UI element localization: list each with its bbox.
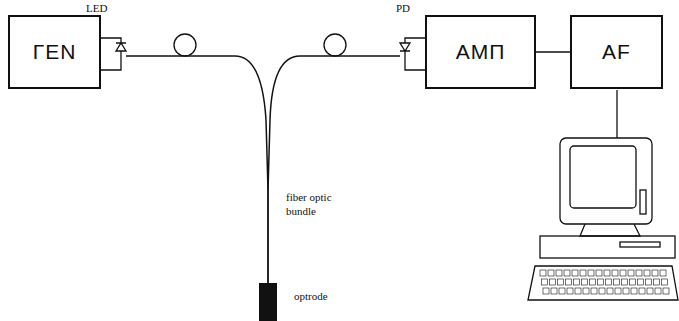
part-label: optrode <box>294 290 354 304</box>
key <box>596 270 602 276</box>
key <box>588 270 594 276</box>
key <box>636 270 642 276</box>
key <box>614 279 620 285</box>
box-label: ΓEN <box>33 40 77 64</box>
key <box>622 279 628 285</box>
fiber-loop <box>174 34 196 56</box>
analyzer-box: AF <box>570 15 663 89</box>
key <box>630 279 636 285</box>
key <box>558 279 564 285</box>
key <box>612 270 618 276</box>
keyboard <box>528 266 678 300</box>
component-label: LED <box>86 2 126 16</box>
key <box>572 270 578 276</box>
key <box>644 270 650 276</box>
computer-case <box>540 236 675 258</box>
key <box>574 279 580 285</box>
key <box>660 270 666 276</box>
key <box>590 279 596 285</box>
key <box>598 279 604 285</box>
key <box>583 288 589 294</box>
key <box>652 270 658 276</box>
connector <box>536 51 570 52</box>
part-label: fiber optic bundle <box>286 191 348 219</box>
key <box>564 270 570 276</box>
key <box>551 288 557 294</box>
key <box>607 288 613 294</box>
key <box>631 288 637 294</box>
led-symbol <box>116 43 126 51</box>
generator-box: ΓEN <box>8 15 101 89</box>
key <box>540 270 546 276</box>
key <box>550 279 556 285</box>
optrode-probe <box>259 283 277 321</box>
key <box>662 279 668 285</box>
pd-symbol <box>400 43 410 51</box>
monitor-knobs <box>640 190 646 214</box>
key <box>556 270 562 276</box>
key <box>663 288 669 294</box>
component-label: PD <box>396 2 426 16</box>
computer-wire <box>616 90 617 138</box>
monitor-stand <box>580 224 640 236</box>
monitor <box>560 138 652 224</box>
key <box>548 270 554 276</box>
key <box>575 288 581 294</box>
key <box>654 279 660 285</box>
key <box>620 270 626 276</box>
disk-drive <box>620 242 660 247</box>
key <box>591 288 597 294</box>
box-label: AMΠ <box>456 40 506 64</box>
fiber-left <box>126 56 268 190</box>
key <box>655 288 661 294</box>
key <box>615 288 621 294</box>
screen <box>570 146 636 208</box>
key <box>599 288 605 294</box>
key <box>567 288 573 294</box>
key <box>566 279 572 285</box>
key <box>646 279 652 285</box>
key <box>623 288 629 294</box>
fiber-right <box>268 56 400 190</box>
key <box>606 279 612 285</box>
key <box>580 270 586 276</box>
fiber-loop <box>324 34 346 56</box>
key <box>638 279 644 285</box>
key <box>639 288 645 294</box>
box-label: AF <box>602 40 631 64</box>
key <box>582 279 588 285</box>
amplifier-box: AMΠ <box>425 15 536 89</box>
fiber-bundle <box>267 190 269 284</box>
key <box>604 270 610 276</box>
key <box>542 279 548 285</box>
key <box>543 288 549 294</box>
key <box>559 288 565 294</box>
key <box>628 270 634 276</box>
key <box>647 288 653 294</box>
